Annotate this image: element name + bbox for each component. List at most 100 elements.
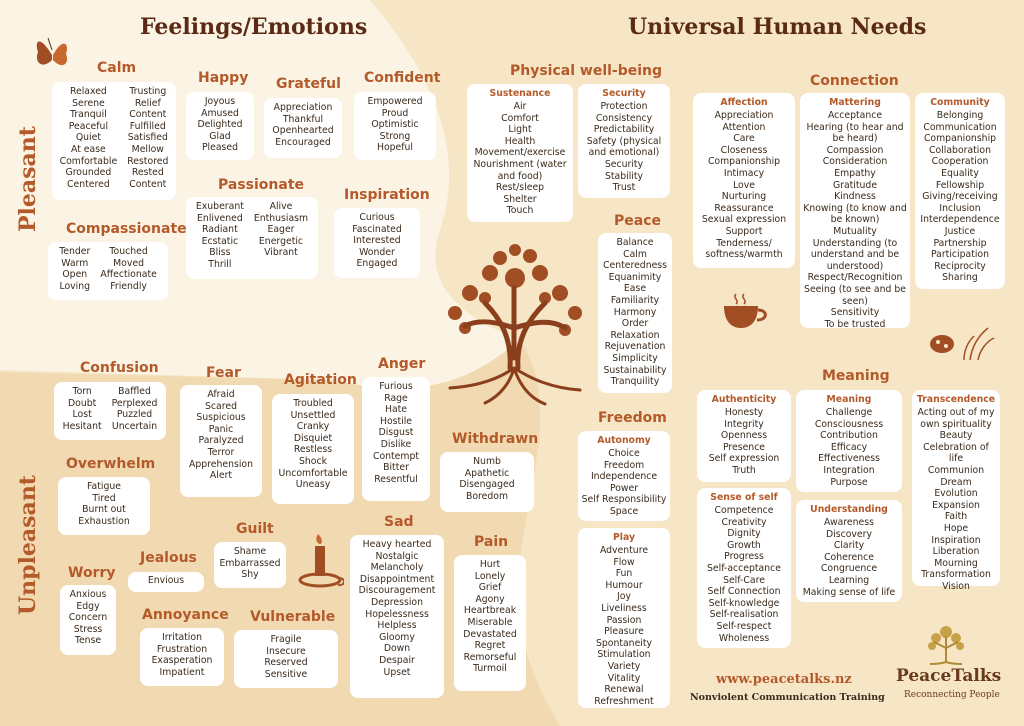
- list-item: Knowing (to know and be known): [803, 202, 907, 226]
- list-item: Competence: [714, 505, 774, 516]
- list-item: Shy: [241, 569, 259, 581]
- list-item: Panic: [208, 423, 234, 435]
- list-item: Hesitant: [62, 420, 102, 432]
- list-item: Terror: [207, 446, 235, 458]
- list-item: Devastated: [463, 628, 517, 640]
- list-item: Celebration of life: [923, 441, 989, 465]
- list-item: Giving/receiving: [922, 191, 998, 203]
- list-item: Consciousness: [814, 418, 884, 430]
- list-item: Spontaneity: [595, 637, 653, 649]
- list-item: Numb: [473, 456, 501, 467]
- confident-heading: Confident: [364, 70, 441, 86]
- list-item: Honesty: [724, 407, 764, 418]
- list-item: Integrity: [724, 418, 764, 430]
- list-item: Lost: [72, 409, 92, 421]
- list-item: Empathy: [834, 167, 876, 179]
- list-item: Reserved: [264, 657, 308, 669]
- list-item: Tranquil: [70, 109, 107, 121]
- list-item: Independence: [590, 471, 658, 483]
- list-item: Pleasure: [604, 626, 644, 638]
- list-item: Equanimity: [608, 271, 662, 283]
- list-item: Power: [609, 482, 639, 494]
- list-item: Faith: [944, 511, 968, 523]
- list-item: Gloomy: [379, 631, 415, 643]
- list-item: Appreciation: [273, 102, 333, 113]
- authenticity-sub: Authenticity: [711, 394, 777, 405]
- list-item: Air: [513, 101, 527, 112]
- list-item: Relaxation: [610, 329, 660, 341]
- agitation-heading: Agitation: [284, 372, 357, 388]
- list-item: Adventure: [599, 545, 649, 556]
- list-item: Loving: [59, 280, 91, 292]
- list-item: Beauty: [939, 430, 973, 442]
- list-item: Satisfied: [127, 132, 168, 144]
- list-item: Down: [383, 643, 411, 655]
- freedom-heading: Freedom: [598, 410, 667, 426]
- list-item: Awareness: [824, 517, 874, 528]
- list-item: Encouraged: [275, 136, 331, 148]
- list-item: Self-Care: [723, 574, 765, 586]
- list-item: Appreciation: [714, 110, 774, 121]
- list-item: Fellowship: [935, 179, 985, 191]
- list-item: Progress: [724, 551, 764, 563]
- list-item: Self expression: [708, 453, 780, 465]
- list-item: Stress: [73, 623, 103, 635]
- list-item: Attention: [722, 121, 766, 133]
- list-item: Proud: [381, 107, 409, 119]
- list-item: Nurturing: [721, 191, 767, 203]
- list-item: Wholeness: [718, 632, 770, 644]
- list-item: Comfortable: [59, 155, 118, 167]
- list-item: Inclusion: [939, 202, 981, 214]
- list-item: Companionship: [707, 156, 781, 168]
- list-item: Torn: [72, 386, 92, 397]
- list-item: Freedom: [603, 459, 645, 471]
- list-item: Unsettled: [290, 409, 336, 421]
- list-item: Self Responsibility: [581, 494, 667, 506]
- community-sub: Community: [930, 97, 990, 108]
- list-item: Hate: [384, 404, 408, 416]
- list-item: Frustration: [156, 643, 208, 655]
- list-item: Hope: [943, 522, 969, 534]
- list-item: Grief: [478, 582, 502, 594]
- list-item: Friendly: [110, 280, 147, 292]
- list-item: Fragile: [270, 634, 302, 645]
- calm-heading: Calm: [97, 60, 137, 76]
- list-item: Open: [62, 269, 88, 281]
- happy-heading: Happy: [198, 70, 249, 86]
- list-item: Rage: [384, 392, 408, 404]
- list-item: Harmony: [613, 306, 657, 318]
- withdrawn-heading: Withdrawn: [452, 431, 539, 447]
- list-item: Shame: [233, 546, 267, 557]
- list-item: Exasperation: [151, 655, 213, 667]
- list-item: Flow: [613, 556, 635, 568]
- list-item: Apathetic: [464, 467, 510, 479]
- list-item: Interested: [353, 235, 401, 247]
- list-item: Curious: [359, 212, 395, 223]
- list-item: Burnt out: [82, 504, 126, 516]
- list-item: Choice: [608, 448, 640, 459]
- overwhelm-heading: Overwhelm: [66, 456, 156, 472]
- affection-sub: Affection: [720, 97, 768, 108]
- list-item: Rejuvenation: [604, 341, 666, 353]
- list-item: Communion: [927, 464, 985, 476]
- website-link[interactable]: www.peacetalks.nz: [716, 672, 852, 687]
- list-item: Making sense of life: [802, 586, 896, 598]
- list-item: Mutuality: [833, 225, 877, 237]
- list-item: Remorseful: [463, 651, 517, 663]
